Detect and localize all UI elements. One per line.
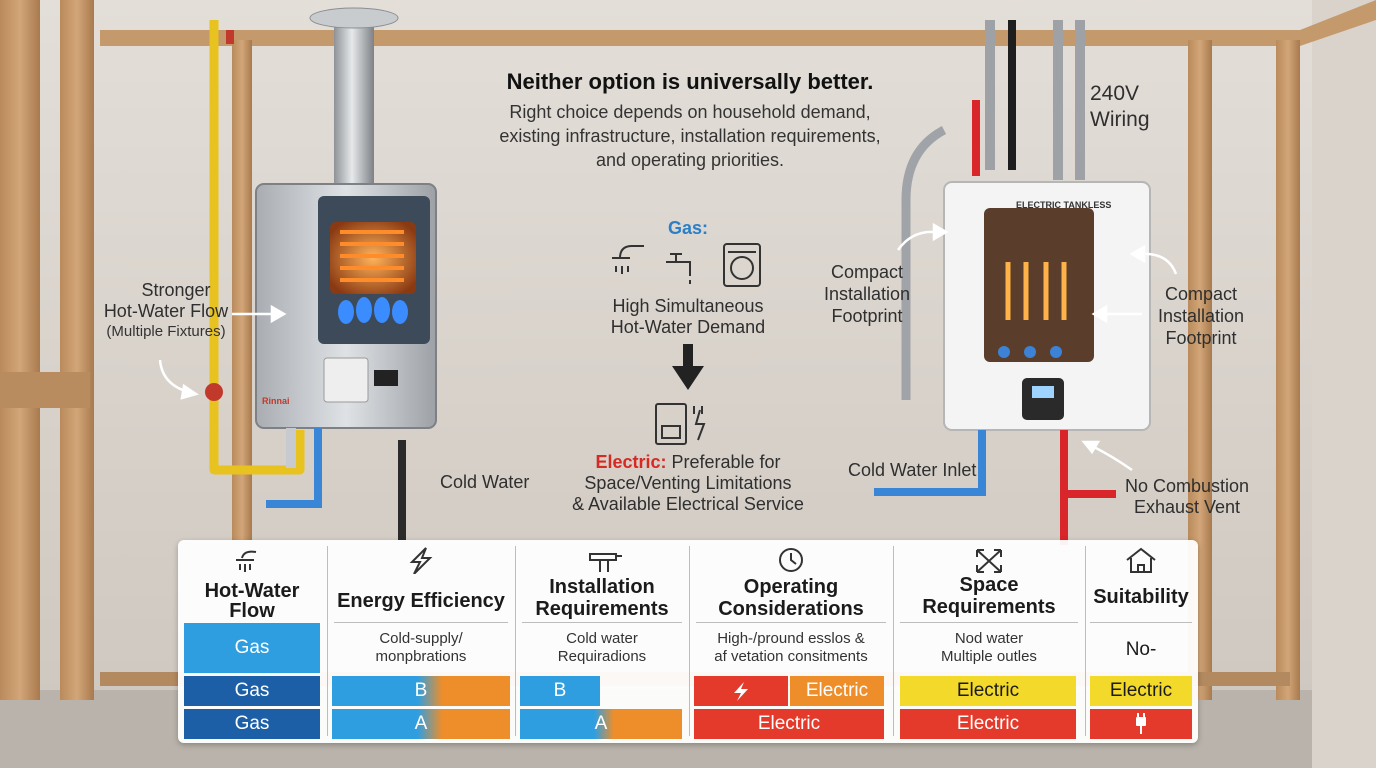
column-note: No- <box>1125 639 1157 660</box>
washing-machine-icon <box>723 243 761 287</box>
flow-label-line-2: Hot-Water Flow <box>103 301 229 321</box>
cell-row3: A <box>332 709 510 739</box>
column-header-line-1: Space <box>959 574 1019 596</box>
header-underline <box>900 622 1078 623</box>
column-divider <box>1085 546 1086 736</box>
no-vent-line-1: No Combustion <box>1124 476 1250 496</box>
note-line-2: af vetation consitments <box>714 648 868 666</box>
wiring-line-1: 240V <box>1090 82 1140 105</box>
page-title: Neither option is universally better. <box>506 69 874 94</box>
flow-note: (Multiple Fixtures) <box>106 323 226 340</box>
cold-inlet-label: Cold Water Inlet <box>848 460 977 480</box>
cell-row2: Electric <box>1090 676 1192 706</box>
column-header-line-2: Flow <box>229 600 275 622</box>
cell-row2: B <box>520 676 600 706</box>
expand-arrows-icon <box>976 549 1002 573</box>
column-divider <box>689 546 690 736</box>
column-header-line-2: Considerations <box>718 598 864 620</box>
header-line-2: existing infrastructure, installation re… <box>499 126 881 146</box>
electric-text-2: Space/Venting Limitations <box>584 473 792 493</box>
electric-outlet-icon <box>655 403 706 445</box>
column-note: Cold-supply/monpbrations <box>328 630 514 667</box>
header-line-3: and operating priorities. <box>595 150 785 170</box>
note-line-2: Multiple outles <box>941 648 1037 666</box>
plug-icon <box>1090 709 1192 739</box>
electric-text-1: Preferable for <box>666 452 781 472</box>
column-header-line-1: Hot-Water <box>204 580 300 602</box>
note-line-2: Requiradions <box>557 648 647 666</box>
header-underline <box>334 622 508 623</box>
cell-row3: Electric <box>694 709 884 739</box>
header-underline <box>696 622 886 623</box>
comparison-table: Hot-Water Flow Gas Gas Gas Energy Effici… <box>178 540 1198 743</box>
electric-label: Electric: <box>595 452 667 472</box>
cell-row2: Electric <box>790 676 884 706</box>
lightning-icon <box>409 547 433 574</box>
cell-row3: Electric <box>900 709 1076 739</box>
footprint-left-1: Compact <box>830 262 904 282</box>
header-underline <box>522 622 682 623</box>
column-hot-water-flow: Hot-Water Flow Gas Gas Gas <box>178 540 326 743</box>
note-line-1: Cold water <box>566 630 638 647</box>
footprint-right-2: Installation <box>1157 306 1245 326</box>
cell-row2: Electric <box>900 676 1076 706</box>
cold-water-label: Cold Water <box>440 472 530 492</box>
heater-plate: ELECTRIC TANKLESS <box>1016 200 1112 210</box>
no-vent-line-2: Exhaust Vent <box>1133 497 1241 517</box>
shower-icon <box>612 245 644 274</box>
shower-icon <box>236 550 257 572</box>
clock-icon <box>779 548 803 572</box>
cell-row2: B <box>332 676 510 706</box>
column-operating-considerations: Operating Considerations High-/pround es… <box>690 540 892 743</box>
column-divider <box>893 546 894 736</box>
note-line-1: High-/pround esslos & <box>717 630 865 647</box>
footprint-right-3: Footprint <box>1165 328 1237 348</box>
down-arrow-icon <box>672 344 704 390</box>
column-note: High-/pround esslos &af vetation consitm… <box>690 630 892 667</box>
footprint-right-1: Compact <box>1164 284 1238 304</box>
note-line-2: monpbrations <box>375 648 467 666</box>
house-icon <box>1126 547 1156 573</box>
flow-label-line-1: Stronger <box>141 280 211 300</box>
gas-label: Gas: <box>667 218 709 238</box>
column-divider <box>327 546 328 736</box>
header-line-1: Right choice depends on household demand… <box>509 102 871 122</box>
cell-row2: Gas <box>184 676 320 706</box>
pipe-fitting-icon <box>589 553 622 572</box>
note-line-1: Nod water <box>954 630 1024 647</box>
cell-gas-top: Gas <box>184 623 320 673</box>
column-suitability: Suitability No- Electric <box>1086 540 1196 743</box>
column-header: Suitability <box>1093 586 1189 608</box>
column-header-line-1: Operating <box>743 576 839 598</box>
faucet-icon <box>666 253 691 284</box>
brand-logo: Rinnai <box>262 396 290 406</box>
column-energy-efficiency: Energy Efficiency Cold-supply/monpbratio… <box>328 540 514 743</box>
footprint-left-2: Installation <box>823 284 911 304</box>
column-header: Energy Efficiency <box>337 590 505 612</box>
header-underline <box>1090 622 1192 623</box>
cell-row3: Gas <box>184 709 320 739</box>
lightning-icon <box>694 676 788 706</box>
electric-text-3: & Available Electrical Service <box>572 494 804 514</box>
column-divider <box>515 546 516 736</box>
column-header-line-2: Requirements <box>535 598 669 620</box>
gas-text-line-1: High Simultaneous <box>612 296 764 316</box>
column-header-line-1: Installation <box>549 576 655 598</box>
cell-row3: A <box>520 709 682 739</box>
gas-text-line-2: Hot-Water Demand <box>610 317 766 337</box>
note-line-1: Cold-supply/ <box>379 630 463 647</box>
column-header-line-2: Requirements <box>922 596 1056 618</box>
wiring-line-2: Wiring <box>1090 108 1150 131</box>
electric-line-1: Electric: Preferable for <box>540 452 836 472</box>
footprint-left-3: Footprint <box>831 306 903 326</box>
